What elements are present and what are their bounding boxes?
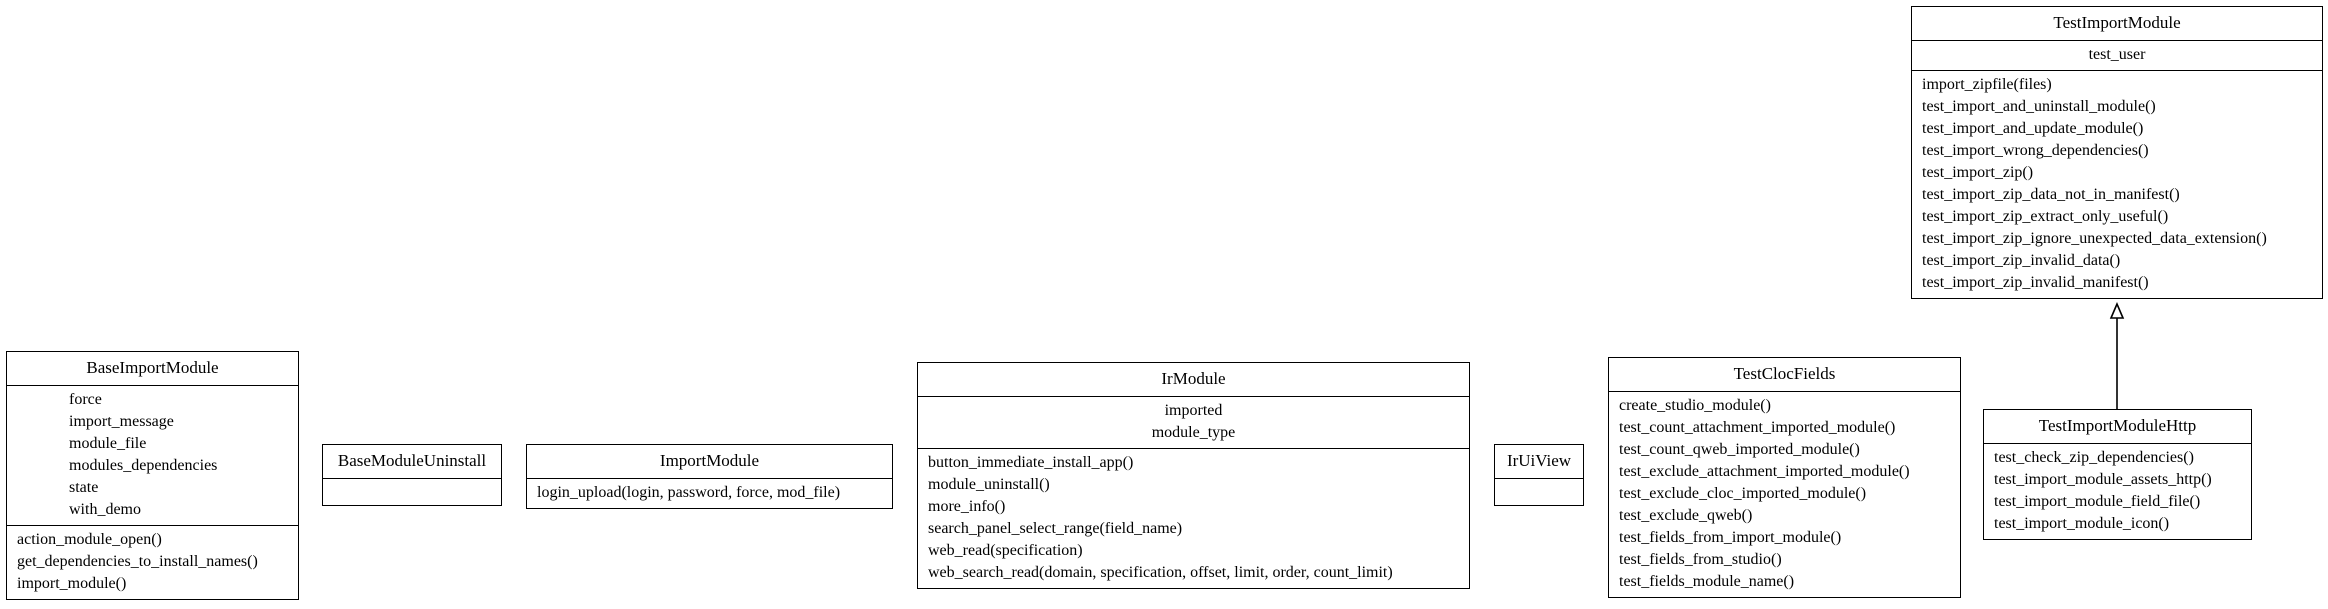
method: action_module_open() [17,531,162,548]
method: test_import_module_assets_http() [1994,471,2212,488]
method: test_import_and_update_module() [1922,120,2144,137]
attributes-section: imported module_type [918,397,1469,449]
class-title: TestClocFields [1609,358,1960,392]
method: test_exclude_qweb() [1619,507,1753,524]
class-title: BaseModuleUninstall [323,445,501,479]
method: import_zipfile(files) [1922,76,2052,93]
method: test_fields_from_import_module() [1619,529,1842,546]
method: test_check_zip_dependencies() [1994,449,2194,466]
class-title: TestImportModule [1912,7,2322,41]
method: search_panel_select_range(field_name) [928,520,1183,537]
method: more_info() [928,498,1006,515]
methods-section: import_zipfile(files) test_import_and_un… [1912,71,2322,298]
methods-section: button_immediate_install_app() module_un… [918,449,1469,588]
attribute: module_file [69,435,147,452]
method: web_read(specification) [928,542,1083,559]
method: test_import_and_uninstall_module() [1922,98,2156,115]
class-test-import-module[interactable]: TestImportModule test_user import_zipfil… [1911,6,2323,299]
method: test_import_zip_data_not_in_manifest() [1922,186,2180,203]
class-base-module-uninstall[interactable]: BaseModuleUninstall [322,444,502,506]
method: test_count_qweb_imported_module() [1619,441,1860,458]
class-title: IrUiView [1495,445,1583,479]
method: test_import_zip_ignore_unexpected_data_e… [1922,230,2267,247]
method: test_import_zip() [1922,164,2034,181]
methods-section [1495,479,1583,505]
class-title: ImportModule [527,445,892,479]
method: test_import_zip_extract_only_useful() [1922,208,2169,225]
method: test_import_module_icon() [1994,515,2170,532]
attribute: state [69,479,99,496]
methods-section: action_module_open() get_dependencies_to… [7,526,298,599]
attribute: modules_dependencies [69,457,218,474]
method: module_uninstall() [928,476,1050,493]
class-test-import-module-http[interactable]: TestImportModuleHttp test_check_zip_depe… [1983,409,2252,540]
class-import-module[interactable]: ImportModule login_upload(login, passwor… [526,444,893,509]
method: test_import_zip_invalid_manifest() [1922,274,2149,291]
attribute: module_type [1151,424,1236,441]
attribute: imported [1164,402,1223,419]
method: create_studio_module() [1619,397,1771,414]
class-title: IrModule [918,363,1469,397]
class-ir-module[interactable]: IrModule imported module_type button_imm… [917,362,1470,589]
method: login_upload(login, password, force, mod… [537,484,841,501]
method: button_immediate_install_app() [928,454,1134,471]
method: test_import_zip_invalid_data() [1922,252,2121,269]
method: test_exclude_attachment_imported_module(… [1619,463,1910,480]
method: test_exclude_cloc_imported_module() [1619,485,1867,502]
methods-section: login_upload(login, password, force, mod… [527,479,892,508]
attribute: import_message [69,413,174,430]
method: test_count_attachment_imported_module() [1619,419,1896,436]
method: test_fields_from_studio() [1619,551,1782,568]
method: get_dependencies_to_install_names() [17,553,258,570]
attributes-section: test_user [1912,41,2322,71]
class-base-import-module[interactable]: BaseImportModule force import_message mo… [6,351,299,600]
method: web_search_read(domain, specification, o… [928,564,1393,581]
methods-section [323,479,501,505]
method: test_import_wrong_dependencies() [1922,142,2149,159]
inheritance-arrowhead [2109,301,2125,319]
method: test_import_module_field_file() [1994,493,2201,510]
attribute: force [69,391,102,408]
methods-section: test_check_zip_dependencies() test_impor… [1984,444,2251,539]
attribute: test_user [2088,46,2146,63]
attributes-section: force import_message module_file modules… [7,386,298,526]
class-ir-ui-view[interactable]: IrUiView [1494,444,1584,506]
method: import_module() [17,575,127,592]
class-test-cloc-fields[interactable]: TestClocFields create_studio_module() te… [1608,357,1961,598]
method: test_fields_module_name() [1619,573,1795,590]
class-title: BaseImportModule [7,352,298,386]
class-title: TestImportModuleHttp [1984,410,2251,444]
attribute: with_demo [69,501,141,518]
methods-section: create_studio_module() test_count_attach… [1609,392,1960,597]
